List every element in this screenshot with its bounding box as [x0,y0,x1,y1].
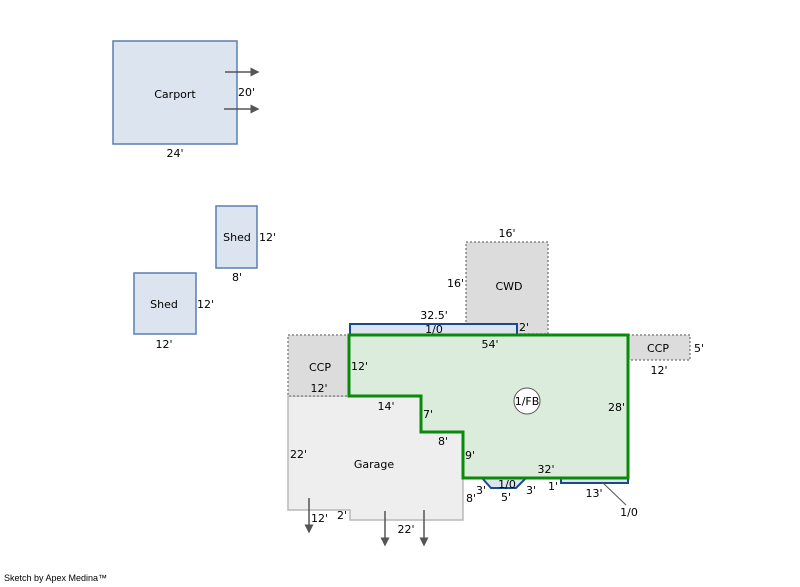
garage-bottom-dim: 22' [397,523,414,536]
main-right-dim: 28' [608,401,625,414]
main-step3-dim: 8' [438,435,448,448]
garage-left-dim: 22' [290,448,307,461]
ccp-left-label: CCP [309,361,331,374]
shed-lower-label: Shed [150,298,178,311]
floor-badge-icon [513,387,541,415]
bay-porch-right-dim: 3' [526,484,536,497]
shed-lower-width-dim: 12' [155,338,172,351]
bay-porch-bottom-dim: 5' [501,491,511,504]
ccp-right-width-dim: 12' [650,364,667,377]
carport-label: Carport [154,88,196,101]
main-house[interactable]: 54' 28' 12' 14' 7' 8' 9' 32' 1/FB [347,333,630,480]
main-left-dim: 12' [351,360,368,373]
garage-label: Garage [354,458,395,471]
carport[interactable]: Carport 24' 20' [112,40,260,160]
shed-upper[interactable]: Shed 12' 8' [215,205,276,284]
main-floor-label: 1/FB [515,395,540,408]
garage[interactable]: Garage 22' 12' 2' 22' 8' [287,395,476,547]
ccp-left[interactable]: CCP 12' [287,334,350,397]
main-step4-dim: 9' [465,449,475,462]
bay-porch[interactable]: 1/0 3' 5' 3' [476,477,536,504]
footer-credit: Sketch by Apex Medina™ [4,573,108,583]
shed-upper-label: Shed [223,231,251,244]
shed-lower-height-dim: 12' [197,298,214,311]
cwd[interactable]: CWD 16' 16' [447,227,549,335]
garage-right-dim: 8' [466,492,476,505]
bay-porch-left-dim: 3' [476,484,486,497]
bay-porch-label: 1/0 [498,478,516,491]
porch-top-width-dim: 32.5' [420,309,448,322]
shed-lower[interactable]: Shed 12' 12' [133,272,214,351]
ccp-right[interactable]: CCP 5' 12' [627,334,704,377]
ccp-right-label: CCP [647,342,669,355]
cwd-width-dim: 16' [498,227,515,240]
porch-top-label: 1/0 [425,323,443,336]
ccp-right-height-dim: 5' [694,342,704,355]
main-step2-dim: 7' [423,408,433,421]
carport-width-dim: 24' [166,147,183,160]
porch-right-width-dim: 13' [585,487,602,500]
ccp-left-width-dim: 12' [310,382,327,395]
porch-top-depth-dim: 2' [519,321,529,334]
main-top-dim: 54' [481,338,498,351]
shed-upper-width-dim: 8' [232,271,242,284]
cwd-height-dim: 16' [447,277,464,290]
garage-bottom-left-dim: 12' [311,512,328,525]
porch-right-leader-line [601,481,627,506]
shed-upper-height-dim: 12' [259,231,276,244]
main-bottom-dim: 32' [537,463,554,476]
porch-right-label: 1/0 [620,506,638,519]
porch-top[interactable]: 1/0 32.5' 2' [349,309,529,336]
porch-right[interactable]: 1' 13' 1/0 [548,478,638,519]
porch-right-depth-dim: 1' [548,480,558,493]
main-step1-dim: 14' [377,400,394,413]
carport-height-dim: 20' [238,86,255,99]
cwd-label: CWD [495,280,522,293]
garage-notch-dim: 2' [337,509,347,522]
